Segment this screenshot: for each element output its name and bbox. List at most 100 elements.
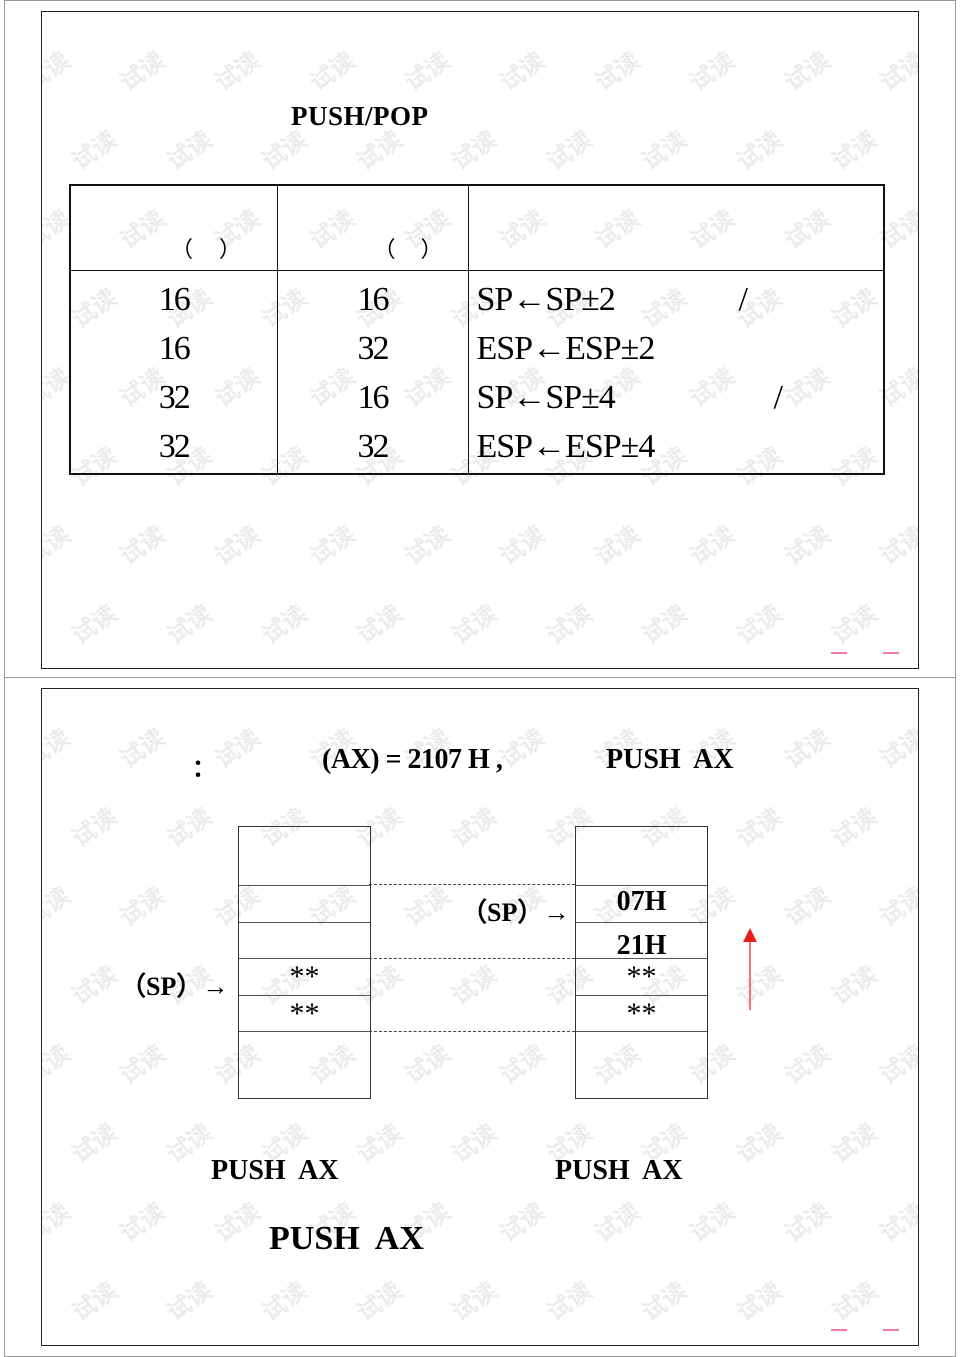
header-paren-open: （ bbox=[373, 237, 396, 262]
watermark-text: 试读 bbox=[874, 1197, 918, 1248]
watermark-text: 试读 bbox=[779, 520, 836, 571]
dashed-guide-line bbox=[369, 884, 575, 885]
watermark-text: 试读 bbox=[351, 1276, 408, 1327]
table-cell: 32 bbox=[357, 428, 390, 465]
watermark-text: 试读 bbox=[114, 881, 171, 932]
watermark-text: 试读 bbox=[731, 125, 788, 176]
watermark-text: 试读 bbox=[399, 1039, 456, 1090]
watermark-text: 试读 bbox=[114, 1197, 171, 1248]
watermark-text: 试读 bbox=[779, 46, 836, 97]
table-header-row: （ ） （ ） bbox=[69, 185, 885, 271]
stack-cell: ** bbox=[289, 960, 320, 993]
watermark-text: 试读 bbox=[42, 46, 76, 97]
table-cell: 32 bbox=[158, 428, 191, 465]
watermark-text: 试读 bbox=[446, 960, 503, 1011]
summary-push-ax: PUSH AX bbox=[269, 1220, 424, 1257]
watermark-text: 试读 bbox=[66, 125, 123, 176]
caption-before-push: PUSH AX bbox=[211, 1155, 339, 1186]
header-operation bbox=[467, 185, 885, 271]
watermark-text: 试读 bbox=[541, 125, 598, 176]
watermark-text: 试读 bbox=[114, 46, 171, 97]
column-3-operations: SP←SP±2/ ESP←ESP±2 SP←SP±4/ ESP←ESP±4 bbox=[467, 270, 885, 474]
watermark-text: 试读 bbox=[541, 1276, 598, 1327]
stack-after-push: 07H 21H ** ** bbox=[575, 826, 708, 1099]
watermark-text: 试读 bbox=[684, 520, 741, 571]
watermark-text: 试读 bbox=[589, 46, 646, 97]
watermark-text: 试读 bbox=[114, 723, 171, 774]
slash-mark: / bbox=[773, 379, 784, 416]
watermark-text: 试读 bbox=[446, 802, 503, 853]
header-paren-close: ） bbox=[219, 237, 242, 262]
column-2-values: 16 32 16 32 bbox=[276, 270, 469, 474]
watermark-text: 试读 bbox=[874, 1039, 918, 1090]
footer-mark bbox=[883, 1329, 899, 1331]
watermark-text: 试读 bbox=[826, 599, 883, 650]
sp-pointer-after: （SP）→ bbox=[461, 898, 570, 927]
watermark-text: 试读 bbox=[209, 46, 266, 97]
stack-cell: ** bbox=[626, 997, 657, 1030]
watermark-text: 试读 bbox=[256, 599, 313, 650]
watermark-text: 试读 bbox=[684, 1197, 741, 1248]
stack-before-push: ** ** bbox=[238, 826, 371, 1099]
watermark-text: 试读 bbox=[66, 1118, 123, 1169]
watermark-text: 试读 bbox=[42, 1197, 76, 1248]
watermark-text: 试读 bbox=[731, 599, 788, 650]
table-cell: 32 bbox=[158, 379, 191, 416]
watermark-text: 试读 bbox=[114, 1039, 171, 1090]
watermark-text: 试读 bbox=[494, 46, 551, 97]
watermark-text: 试读 bbox=[779, 1197, 836, 1248]
watermark-text: 试读 bbox=[399, 520, 456, 571]
stack-growth-arrow-icon bbox=[743, 928, 757, 1010]
header-address-size: （ ） bbox=[276, 185, 469, 271]
slide-push-example: 试读试读试读试读试读试读试读试读试读试读试读试读试读试读试读试读试读试读试读试读… bbox=[41, 688, 919, 1346]
watermark-text: 试读 bbox=[446, 599, 503, 650]
footer-mark bbox=[883, 652, 899, 654]
table-body-row: 16 16 32 32 16 32 16 32 SP←SP±2/ ESP←ESP… bbox=[69, 270, 885, 474]
watermark-text: 试读 bbox=[826, 802, 883, 853]
watermark-text: 试读 bbox=[779, 881, 836, 932]
watermark-text: 试读 bbox=[446, 125, 503, 176]
watermark-text: 试读 bbox=[351, 1118, 408, 1169]
watermark-text: 试读 bbox=[256, 1276, 313, 1327]
table-cell-operation: SP←SP±4/ bbox=[469, 373, 884, 422]
watermark-text: 试读 bbox=[161, 1276, 218, 1327]
stack-cell: ** bbox=[626, 960, 657, 993]
watermark-text: 试读 bbox=[731, 1118, 788, 1169]
watermark-text: 试读 bbox=[304, 520, 361, 571]
watermark-text: 试读 bbox=[589, 1197, 646, 1248]
watermark-text: 试读 bbox=[304, 46, 361, 97]
watermark-text: 试读 bbox=[209, 1197, 266, 1248]
watermark-text: 试读 bbox=[66, 802, 123, 853]
watermark-text: 试读 bbox=[874, 520, 918, 571]
watermark-text: 试读 bbox=[209, 520, 266, 571]
watermark-text: 试读 bbox=[446, 1118, 503, 1169]
watermark-text: 试读 bbox=[42, 520, 76, 571]
footer-mark bbox=[831, 1329, 847, 1331]
header-paren-close: ） bbox=[420, 237, 443, 262]
watermark-text: 试读 bbox=[66, 599, 123, 650]
example-instruction: PUSH AX bbox=[606, 744, 734, 775]
table-cell: 16 bbox=[158, 330, 191, 367]
watermark-text: 试读 bbox=[161, 599, 218, 650]
stack-cell-high-byte: 21H bbox=[616, 930, 667, 961]
watermark-text: 试读 bbox=[779, 1039, 836, 1090]
watermark-text: 试读 bbox=[826, 960, 883, 1011]
watermark-text: 试读 bbox=[399, 46, 456, 97]
watermark-text: 试读 bbox=[826, 125, 883, 176]
dashed-guide-line bbox=[369, 1031, 575, 1032]
watermark-text: 试读 bbox=[42, 881, 76, 932]
slash-mark: / bbox=[738, 281, 749, 318]
header-paren-open: （ bbox=[171, 237, 194, 262]
watermark-text: 试读 bbox=[731, 1276, 788, 1327]
watermark-text: 试读 bbox=[874, 723, 918, 774]
watermark-text: 试读 bbox=[494, 1039, 551, 1090]
watermark-text: 试读 bbox=[826, 1276, 883, 1327]
table-cell-operation: ESP←ESP±2 bbox=[476, 330, 656, 367]
watermark-text: 试读 bbox=[161, 1118, 218, 1169]
stack-cell-low-byte: 07H bbox=[616, 886, 667, 917]
watermark-text: 试读 bbox=[636, 125, 693, 176]
table-cell: 16 bbox=[357, 281, 390, 318]
table-cell: 16 bbox=[357, 379, 390, 416]
footer-mark bbox=[831, 652, 847, 654]
caption-after-push: PUSH AX bbox=[555, 1155, 683, 1186]
